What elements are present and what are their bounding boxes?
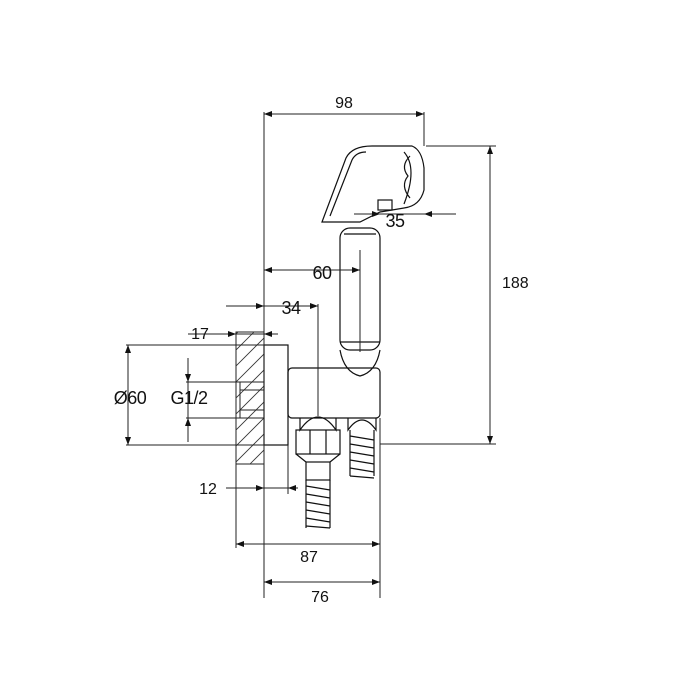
wall-section [235, 331, 265, 465]
dim-base-width: 87 [300, 549, 318, 566]
connector-nut [295, 429, 341, 455]
dim-outlet-offset: 34 [281, 298, 301, 318]
dim-head-offset: 35 [385, 211, 405, 231]
dim-flange-diameter: Ø60 [114, 388, 147, 408]
dim-flange-thickness: 12 [199, 481, 217, 498]
dim-height-overall: 188 [502, 275, 529, 292]
threaded-pipe [239, 381, 265, 419]
dim-spray-reach: 60 [312, 263, 332, 283]
dim-width-overall: 98 [335, 95, 353, 112]
handle-base [339, 349, 381, 377]
dimension-lines [125, 111, 493, 585]
hose-connector [295, 416, 341, 481]
spray-head [321, 145, 425, 223]
dim-body-width: 76 [311, 589, 329, 606]
dimension-labels: 98 188 35 60 34 17 Ø60 G1/2 12 87 76 [114, 95, 529, 606]
extension-lines [126, 112, 496, 598]
elbow-body [287, 367, 381, 419]
hose-right [347, 418, 377, 479]
hose-left [305, 480, 331, 529]
trigger-button [377, 199, 393, 211]
dim-wall-gap: 17 [191, 326, 209, 343]
dim-thread: G1/2 [170, 388, 208, 408]
wall-hatching [236, 332, 264, 464]
